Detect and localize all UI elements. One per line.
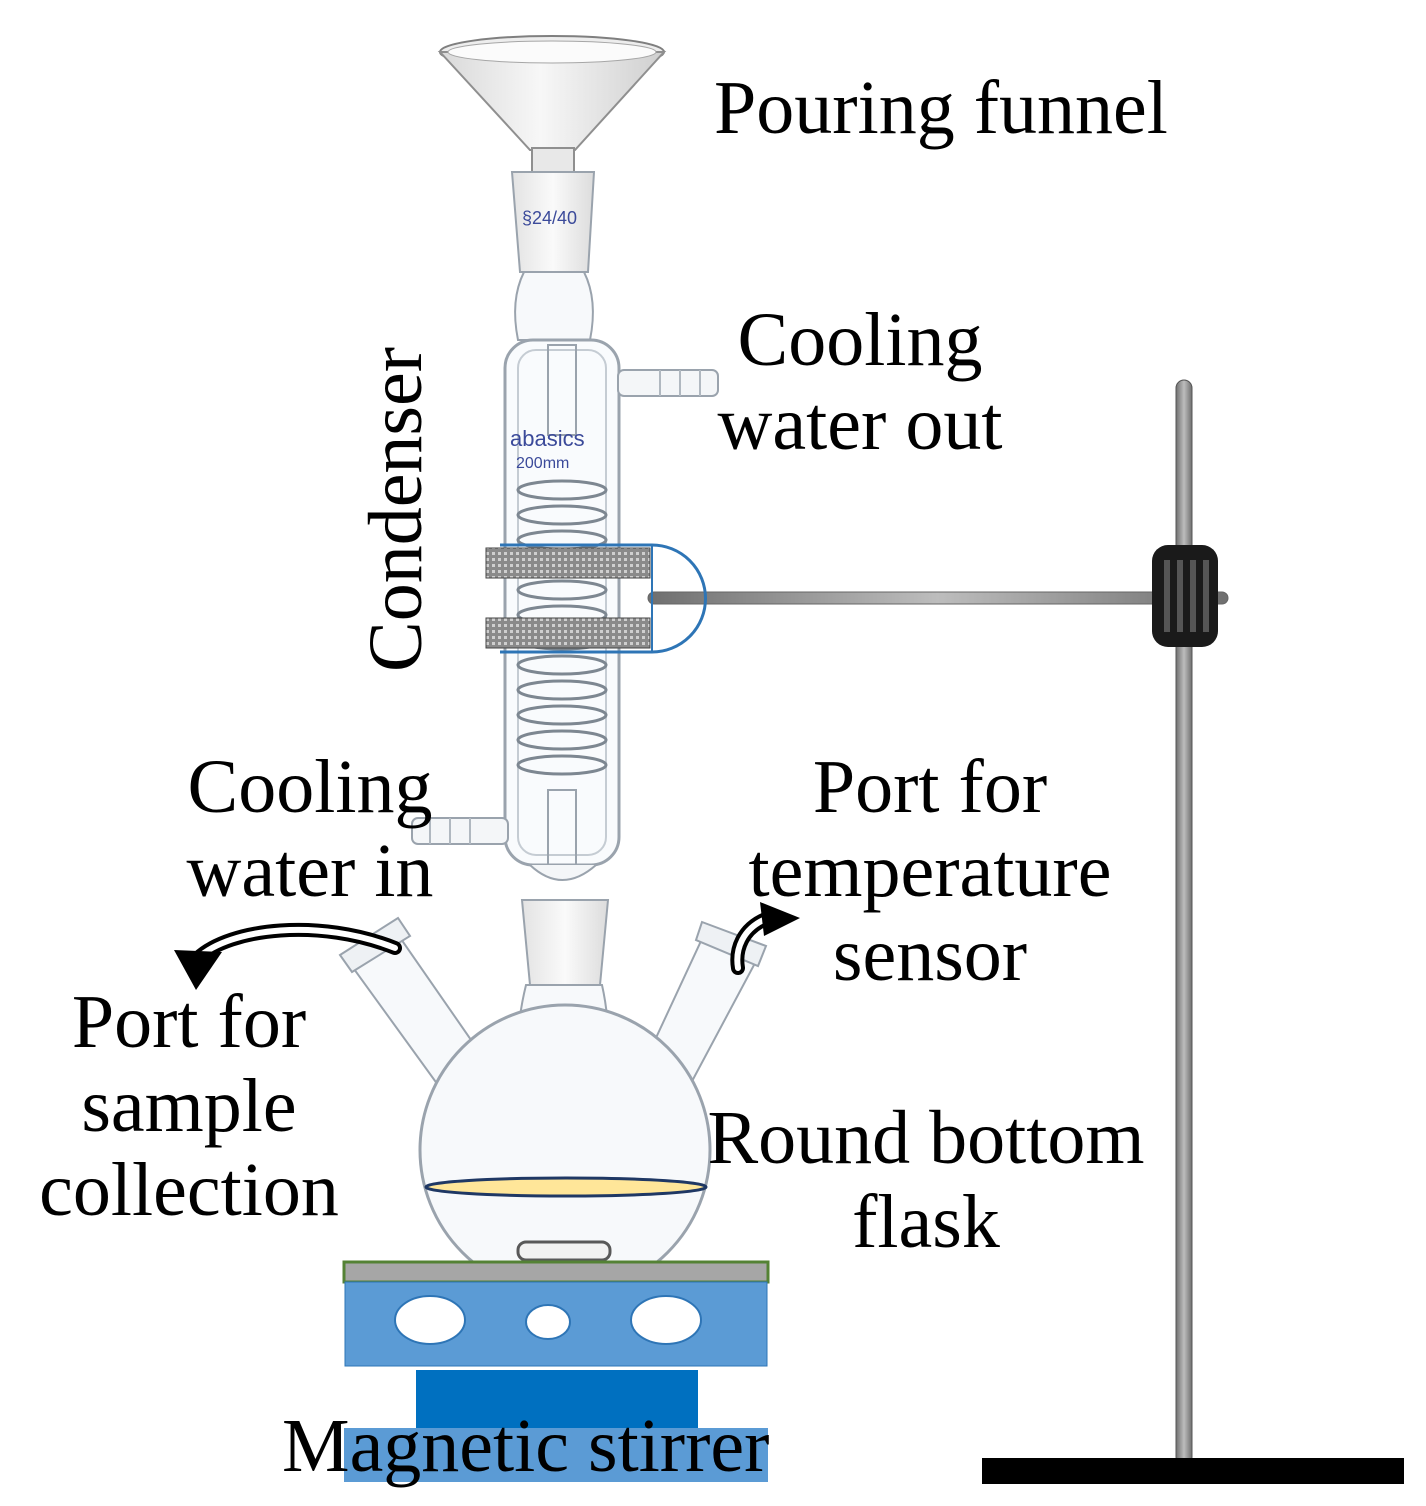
label-pouring-funnel: Pouring funnel xyxy=(714,66,1168,150)
label-magnetic-stirrer: Magnetic stirrer xyxy=(282,1404,770,1488)
label-port-temperature: Port for temperature sensor xyxy=(720,745,1140,997)
label-round-bottom-flask-line2: flask xyxy=(852,1180,1000,1264)
label-round-bottom-flask-line1: Round bottom xyxy=(707,1096,1145,1180)
magnetic-stirrer xyxy=(342,1260,770,1482)
label-cooling-water-in-line2: water in xyxy=(186,829,434,913)
stirrer-foot xyxy=(344,1428,768,1482)
condenser: abasics 200mm xyxy=(411,338,719,881)
condenser-clamp xyxy=(485,543,707,654)
stand-rod xyxy=(1175,379,1193,1466)
retort-stand xyxy=(647,379,1404,1484)
curved-arrow-right-icon xyxy=(730,902,800,975)
label-port-sample-line2: sample xyxy=(81,1064,297,1148)
label-port-sample: Port for sample collection xyxy=(14,980,364,1232)
curved-arrow-left-icon xyxy=(174,922,402,990)
stirrer-top-plate xyxy=(342,1260,770,1284)
pouring-funnel xyxy=(437,35,667,175)
clamp-arm xyxy=(647,591,1229,605)
label-port-sample-line1: Port for xyxy=(71,980,307,1064)
joint-marking: §24/40 xyxy=(522,208,577,228)
round-bottom-flask xyxy=(338,899,768,1297)
label-cooling-water-out-line1: Cooling xyxy=(737,298,983,382)
stand-base xyxy=(982,1458,1404,1484)
label-port-temperature-line2: temperature xyxy=(748,829,1112,913)
stir-bar xyxy=(516,1240,612,1262)
condenser-coil xyxy=(516,479,608,776)
stirrer-knob-left xyxy=(394,1295,466,1345)
label-port-sample-line3: collection xyxy=(39,1148,339,1232)
clamp-knob-icon xyxy=(1152,545,1218,647)
stirrer-knob-center xyxy=(525,1304,571,1340)
label-cooling-water-out-line2: water out xyxy=(717,382,1003,466)
stirrer-base xyxy=(416,1370,698,1428)
label-port-temperature-line3: sensor xyxy=(832,913,1028,997)
label-cooling-water-in: Cooling water in xyxy=(160,745,460,913)
flask-liquid xyxy=(424,1176,708,1198)
label-port-temperature-line1: Port for xyxy=(812,745,1048,829)
condenser-joint: §24/40 xyxy=(510,171,596,341)
label-cooling-water-in-line1: Cooling xyxy=(187,745,433,829)
label-condenser: Condenser xyxy=(354,346,438,672)
length-marking: 200mm xyxy=(516,455,569,472)
label-round-bottom-flask: Round bottom flask xyxy=(676,1096,1176,1264)
stirrer-knob-right xyxy=(630,1295,702,1345)
label-cooling-water-out: Cooling water out xyxy=(690,298,1030,466)
brand-marking: abasics xyxy=(510,426,585,451)
